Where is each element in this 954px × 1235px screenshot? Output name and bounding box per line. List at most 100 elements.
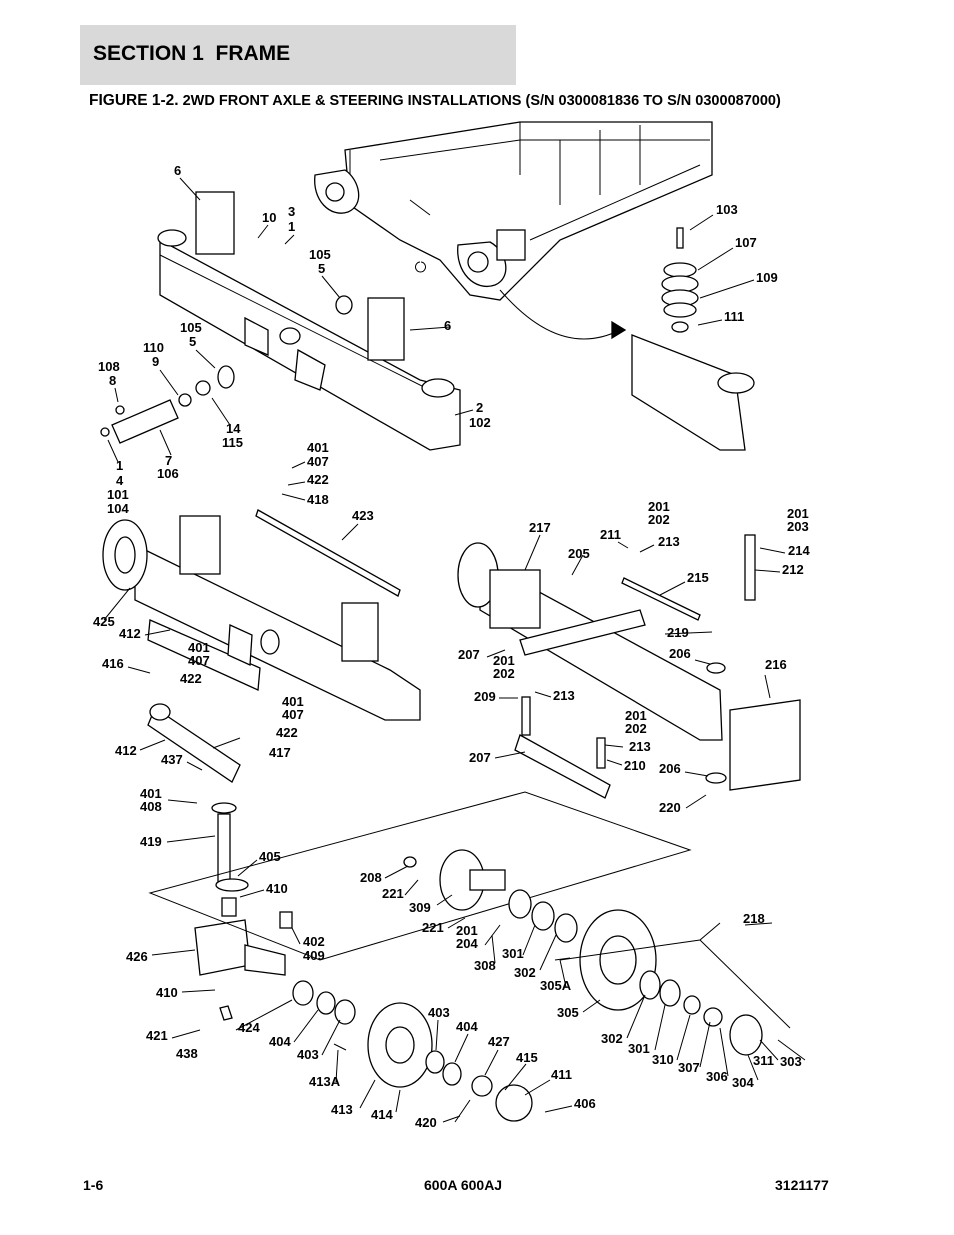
callout-c403b: 403: [428, 1005, 450, 1020]
callout-c425: 425: [93, 614, 115, 629]
callout-c417: 417: [269, 745, 291, 760]
callout-c401c: 401: [282, 694, 304, 709]
callout-c420: 420: [415, 1115, 437, 1130]
callout-c404b: 404: [456, 1019, 478, 1034]
callout-c110: 110: [143, 340, 164, 355]
section-header-band: SECTION 1 FRAME: [80, 25, 516, 85]
callout-c427: 427: [488, 1034, 510, 1049]
callout-c214: 214: [788, 543, 810, 558]
callout-c422a: 422: [307, 472, 329, 487]
callout-c306: 306: [706, 1069, 728, 1084]
callout-c305A: 305A: [540, 978, 572, 993]
callout-c205: 205: [568, 546, 590, 561]
callout-c105a: 105: [309, 247, 331, 262]
callout-c10: 10: [262, 210, 276, 225]
callout-c413: 413: [331, 1102, 353, 1117]
callout-c309: 309: [409, 900, 431, 915]
footer-model: 600A 600AJ: [424, 1177, 503, 1193]
callout-c217: 217: [529, 520, 551, 535]
callout-c107: 107: [735, 235, 757, 250]
callout-c209: 209: [474, 689, 496, 704]
callout-c218: 218: [743, 911, 765, 926]
callout-c302b: 302: [601, 1031, 623, 1046]
callout-c201a: 201: [648, 499, 670, 514]
callout-c221a: 221: [382, 886, 404, 901]
callout-c304: 304: [732, 1075, 754, 1090]
callout-c422b: 422: [180, 671, 202, 686]
footer-doc-number: 3121177: [775, 1177, 829, 1193]
callout-c305: 305: [557, 1005, 579, 1020]
callout-c402: 402: [303, 934, 325, 949]
callout-c206b: 206: [659, 761, 681, 776]
callout-c6a: 6: [174, 163, 181, 178]
callout-c421: 421: [146, 1028, 168, 1043]
callout-c423: 423: [352, 508, 374, 523]
callout-c415: 415: [516, 1050, 538, 1065]
frame-chassis: [314, 121, 713, 340]
callout-c411: 411: [551, 1067, 572, 1082]
callout-c401b: 401: [188, 640, 210, 655]
callout-c410a: 410: [266, 881, 288, 896]
footer-page-number: 1-6: [83, 1177, 104, 1193]
axle-beam-top: [100, 191, 461, 451]
callout-c1b: 1: [116, 458, 123, 473]
callout-c8: 8: [109, 373, 116, 388]
axle-end-bumpers: [631, 227, 755, 451]
callout-c405: 405: [259, 849, 281, 864]
callout-c211: 211: [600, 527, 621, 542]
callout-c108: 108: [98, 359, 120, 374]
callout-c303: 303: [780, 1054, 802, 1069]
callout-c203: 203: [787, 519, 809, 534]
figure-label: FIGURE 1-2.: [89, 92, 179, 109]
callout-c105b: 105: [180, 320, 202, 335]
callout-c207a: 207: [458, 647, 480, 662]
callout-c406: 406: [574, 1096, 596, 1111]
callout-c414: 414: [371, 1107, 393, 1122]
callout-c301b: 301: [628, 1041, 650, 1056]
callout-c201d: 201: [625, 708, 647, 723]
callout-c412a: 412: [119, 626, 141, 641]
callout-c301a: 301: [502, 946, 524, 961]
axle-assembly-left: [102, 509, 533, 1123]
callout-c111: 111: [724, 309, 744, 324]
callout-c422c: 422: [276, 725, 298, 740]
callout-c207b: 207: [469, 750, 491, 765]
callout-c221b: 221: [422, 920, 444, 935]
callout-c5b: 5: [189, 334, 196, 349]
callout-c215: 215: [687, 570, 709, 585]
callout-c418: 418: [307, 492, 329, 507]
callout-c213c: 213: [629, 739, 651, 754]
callout-c409: 409: [303, 948, 325, 963]
callout-c407a: 407: [307, 454, 329, 469]
section-title: SECTION 1 FRAME: [93, 42, 291, 65]
callout-c302a: 302: [514, 965, 536, 980]
callout-c202b: 202: [493, 666, 515, 681]
callout-c412b: 412: [115, 743, 137, 758]
callout-c5a: 5: [318, 261, 325, 276]
callout-c106: 106: [157, 466, 179, 481]
callout-c216: 216: [765, 657, 787, 672]
callout-c6b: 6: [444, 318, 451, 333]
callout-c219: 219: [667, 625, 689, 640]
callout-c103: 103: [716, 202, 738, 217]
callout-c408: 408: [140, 799, 162, 814]
callout-labels: 6 10 3 1 105 5 6 105 5 110 9 108 8 2 102…: [93, 163, 810, 1130]
callout-c104: 104: [107, 501, 129, 516]
callout-c401a: 401: [307, 440, 329, 455]
callout-c307: 307: [678, 1060, 700, 1075]
callout-c201e: 201: [456, 923, 478, 938]
callout-c410b: 410: [156, 985, 178, 1000]
callout-c201b: 201: [787, 506, 809, 521]
callout-c213b: 213: [553, 688, 575, 703]
callout-c404a: 404: [269, 1034, 291, 1049]
axle-assembly-right: [457, 534, 801, 799]
callout-c2: 2: [476, 400, 483, 415]
callout-c201c: 201: [493, 653, 515, 668]
leader-lines: [103, 177, 806, 1123]
callout-c208: 208: [360, 870, 382, 885]
callout-c401d: 401: [140, 786, 162, 801]
callout-c311: 311: [753, 1053, 774, 1068]
hub-assembly: [148, 791, 791, 1056]
callout-c101: 101: [107, 487, 129, 502]
callout-c407c: 407: [282, 707, 304, 722]
